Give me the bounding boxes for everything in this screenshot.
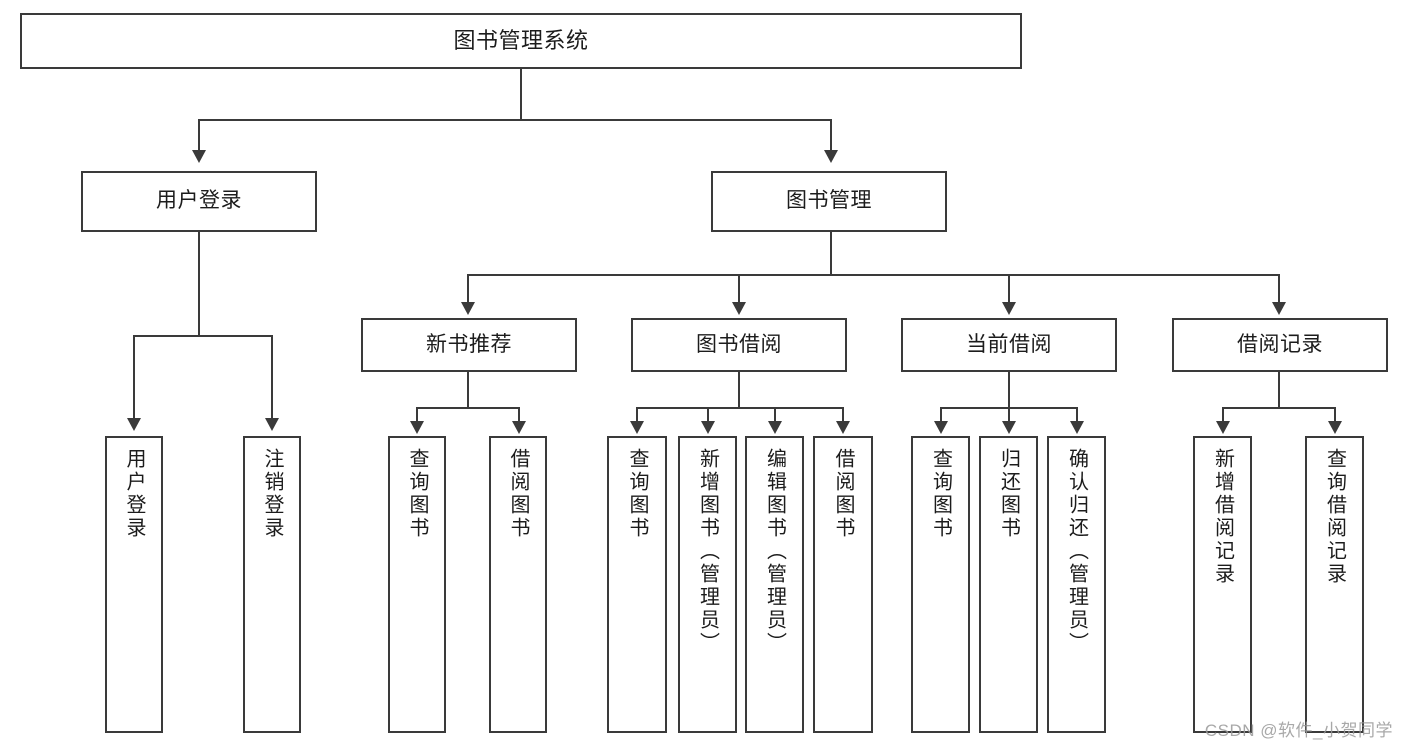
arrow-current-borrow-leaf-2 [1002, 421, 1016, 434]
edge-book-borrow-drop-4 [842, 407, 844, 423]
node-label: 借阅图书 [507, 448, 529, 540]
node-label: 查询图书 [406, 448, 428, 540]
edge-new-book-stem [467, 372, 469, 408]
node-label: 归还图书 [997, 448, 1020, 540]
edge-new-book-drop-1 [416, 407, 418, 423]
edge-book-manage-drop-2 [738, 274, 740, 304]
edge-book-borrow-drop-1 [636, 407, 638, 423]
node-book-management[interactable]: 图书管理 [711, 171, 947, 232]
edge-user-login-drop-2 [271, 335, 273, 420]
node-label: 查询借阅记录 [1323, 448, 1346, 586]
arrow-book-manage-to-new-book [461, 302, 475, 315]
node-label: 图书管理 [786, 189, 872, 213]
edge-book-manage-drop-3 [1008, 274, 1010, 304]
edge-root-to-book-manage [830, 119, 832, 152]
edge-new-book-drop-2 [518, 407, 520, 423]
edge-borrow-record-drop-2 [1334, 407, 1336, 423]
edge-user-login-drop-1 [133, 335, 135, 420]
node-label: 借阅记录 [1237, 332, 1323, 356]
node-leaf-query-book-recommend[interactable]: 查询图书 [388, 436, 446, 733]
node-label: 注销登录 [261, 448, 283, 540]
node-borrow-record[interactable]: 借阅记录 [1172, 318, 1388, 372]
edge-book-borrow-bus [636, 407, 844, 409]
node-user-login[interactable]: 用户登录 [81, 171, 317, 232]
node-book-borrow[interactable]: 图书借阅 [631, 318, 847, 372]
csdn-watermark: CSDN @软件_小贺同学 [1204, 721, 1393, 740]
node-label: 查询图书 [626, 448, 648, 540]
node-leaf-user-login[interactable]: 用户登录 [105, 436, 163, 733]
arrow-root-to-book-manage [824, 150, 838, 163]
edge-book-borrow-drop-2 [707, 407, 709, 423]
edge-current-borrow-drop-1 [940, 407, 942, 423]
arrow-borrow-record-leaf-1 [1216, 421, 1230, 434]
arrow-root-to-user-login [192, 150, 206, 163]
arrow-user-login-leaf-1 [127, 418, 141, 431]
arrow-book-manage-to-current-borrow [1002, 302, 1016, 315]
edge-book-manage-drop-4 [1278, 274, 1280, 304]
edge-current-borrow-stem [1008, 372, 1010, 408]
node-label: 用户登录 [123, 448, 145, 540]
edge-root-bus [198, 119, 832, 121]
edge-user-login-bus [133, 335, 273, 337]
arrow-current-borrow-leaf-1 [934, 421, 948, 434]
edge-book-manage-stem [830, 232, 832, 275]
node-leaf-add-book[interactable]: 新增图书（管理员） [678, 436, 737, 733]
node-leaf-logout[interactable]: 注销登录 [243, 436, 301, 733]
node-leaf-query-book-current[interactable]: 查询图书 [911, 436, 970, 733]
node-leaf-edit-book[interactable]: 编辑图书（管理员） [745, 436, 804, 733]
edge-new-book-bus [416, 407, 520, 409]
arrow-book-manage-to-book-borrow [732, 302, 746, 315]
edge-current-borrow-drop-3 [1076, 407, 1078, 423]
node-label: 新书推荐 [426, 332, 512, 356]
node-label: 编辑图书（管理员） [763, 448, 786, 655]
edge-borrow-record-drop-1 [1222, 407, 1224, 423]
edge-root-to-user-login [198, 119, 200, 152]
edge-root-stem [520, 69, 522, 120]
edge-book-borrow-stem [738, 372, 740, 408]
node-root-book-management-system[interactable]: 图书管理系统 [20, 13, 1022, 69]
node-label: 图书借阅 [696, 332, 782, 356]
node-label: 确认归还（管理员） [1065, 448, 1088, 655]
arrow-book-manage-to-borrow-record [1272, 302, 1286, 315]
arrow-new-book-leaf-2 [512, 421, 526, 434]
node-leaf-return-book[interactable]: 归还图书 [979, 436, 1038, 733]
edge-borrow-record-bus [1222, 407, 1336, 409]
node-label: 当前借阅 [966, 332, 1052, 356]
edge-book-manage-bus [467, 274, 1280, 276]
edge-current-borrow-drop-2 [1008, 407, 1010, 423]
node-leaf-query-borrow-record[interactable]: 查询借阅记录 [1305, 436, 1364, 733]
node-label: 查询图书 [929, 448, 952, 540]
arrow-book-borrow-leaf-2 [701, 421, 715, 434]
arrow-current-borrow-leaf-3 [1070, 421, 1084, 434]
edge-book-manage-drop-1 [467, 274, 469, 304]
arrow-user-login-leaf-2 [265, 418, 279, 431]
node-label: 图书管理系统 [453, 28, 589, 54]
arrow-book-borrow-leaf-3 [768, 421, 782, 434]
node-label: 用户登录 [156, 189, 242, 213]
arrow-book-borrow-leaf-1 [630, 421, 644, 434]
edge-book-borrow-drop-3 [774, 407, 776, 423]
node-current-borrow[interactable]: 当前借阅 [901, 318, 1117, 372]
edge-borrow-record-stem [1278, 372, 1280, 408]
node-leaf-borrow-book-recommend[interactable]: 借阅图书 [489, 436, 547, 733]
node-label: 借阅图书 [832, 448, 854, 540]
node-leaf-add-borrow-record[interactable]: 新增借阅记录 [1193, 436, 1252, 733]
node-leaf-confirm-return[interactable]: 确认归还（管理员） [1047, 436, 1106, 733]
node-leaf-query-book-borrow[interactable]: 查询图书 [607, 436, 667, 733]
arrow-book-borrow-leaf-4 [836, 421, 850, 434]
arrow-borrow-record-leaf-2 [1328, 421, 1342, 434]
edge-user-login-stem [198, 232, 200, 336]
node-label: 新增图书（管理员） [696, 448, 719, 655]
arrow-new-book-leaf-1 [410, 421, 424, 434]
node-new-book-recommend[interactable]: 新书推荐 [361, 318, 577, 372]
node-leaf-borrow-book[interactable]: 借阅图书 [813, 436, 873, 733]
node-label: 新增借阅记录 [1211, 448, 1234, 586]
